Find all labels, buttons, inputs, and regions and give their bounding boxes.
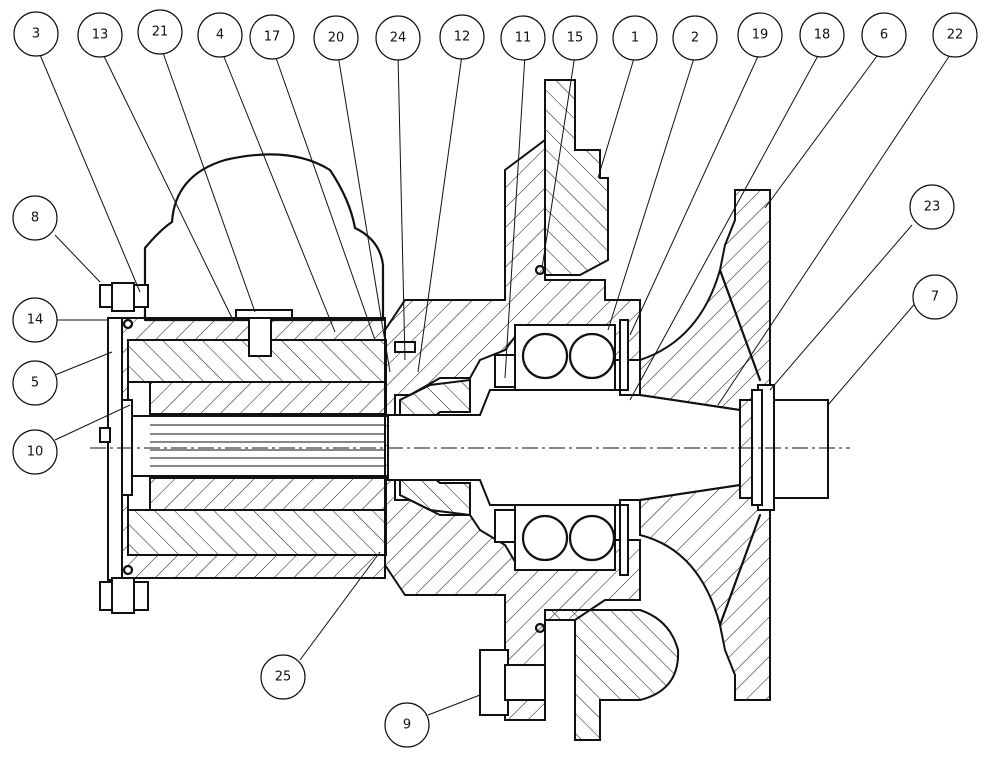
svg-text:24: 24 bbox=[390, 31, 407, 46]
svg-text:10: 10 bbox=[27, 445, 44, 460]
cover-screw-mid bbox=[99, 427, 111, 443]
cover-dome bbox=[143, 153, 385, 322]
svg-text:7: 7 bbox=[931, 290, 939, 305]
cover-screw-top-head bbox=[111, 282, 135, 312]
o-ring-flange-bottom bbox=[534, 622, 546, 634]
svg-text:20: 20 bbox=[328, 31, 345, 46]
callout-22: 22 bbox=[932, 12, 978, 58]
end-cover-plate bbox=[107, 317, 123, 581]
callout-25: 25 bbox=[260, 654, 306, 700]
svg-text:19: 19 bbox=[752, 28, 769, 43]
callout-2: 2 bbox=[672, 15, 718, 61]
callout-9: 9 bbox=[384, 702, 430, 748]
ball-2 bbox=[568, 332, 616, 380]
callout-24: 24 bbox=[375, 15, 421, 61]
svg-text:5: 5 bbox=[31, 376, 39, 391]
callout-5: 5 bbox=[12, 360, 58, 406]
callout-bubbles: 3 13 21 4 17 20 24 12 11 15 1 2 19 18 6 … bbox=[12, 9, 978, 748]
svg-text:3: 3 bbox=[32, 27, 40, 42]
callout-21: 21 bbox=[137, 9, 183, 55]
mounting-flange-top bbox=[544, 79, 609, 276]
svg-text:22: 22 bbox=[947, 28, 964, 43]
leader-lines bbox=[37, 49, 953, 716]
callout-17: 17 bbox=[249, 14, 295, 60]
hub-rib-bottom bbox=[718, 513, 762, 627]
drain-plug-stem bbox=[248, 317, 272, 357]
svg-text:2: 2 bbox=[691, 31, 699, 46]
callout-6: 6 bbox=[861, 12, 907, 58]
cover-screw-bottom-head bbox=[111, 577, 135, 614]
callout-1: 1 bbox=[612, 15, 658, 61]
svg-text:21: 21 bbox=[152, 25, 169, 40]
flange-bolt-shank bbox=[504, 664, 546, 701]
callout-20: 20 bbox=[313, 15, 359, 61]
callout-18: 18 bbox=[799, 12, 845, 58]
svg-text:14: 14 bbox=[27, 313, 44, 328]
mounting-flange-bottom bbox=[544, 609, 680, 741]
svg-text:13: 13 bbox=[92, 28, 109, 43]
callout-10: 10 bbox=[12, 429, 58, 475]
svg-text:11: 11 bbox=[515, 31, 532, 46]
retaining-ring-top bbox=[619, 319, 629, 391]
svg-text:15: 15 bbox=[567, 31, 584, 46]
pump-body bbox=[90, 79, 850, 741]
ball-1 bbox=[521, 332, 569, 380]
hub-rib-top bbox=[718, 268, 762, 382]
callout-14: 14 bbox=[12, 297, 58, 343]
callout-4: 4 bbox=[197, 12, 243, 58]
svg-text:1: 1 bbox=[631, 31, 639, 46]
o-ring-top bbox=[122, 318, 134, 330]
rotor-lower bbox=[127, 509, 387, 556]
lip-seal-bottom bbox=[494, 509, 516, 543]
svg-text:18: 18 bbox=[814, 28, 831, 43]
drain-plug bbox=[235, 309, 293, 319]
callout-19: 19 bbox=[737, 12, 783, 58]
svg-text:8: 8 bbox=[31, 211, 39, 226]
svg-text:23: 23 bbox=[924, 200, 941, 215]
svg-text:25: 25 bbox=[275, 670, 292, 685]
lock-washer bbox=[751, 389, 763, 506]
callout-3: 3 bbox=[13, 11, 59, 57]
callout-7: 7 bbox=[912, 274, 958, 320]
bearing-outer-bottom bbox=[514, 504, 616, 571]
flange-bolt-head bbox=[479, 649, 509, 716]
retaining-ring-bottom bbox=[619, 504, 629, 576]
wear-plate bbox=[121, 399, 133, 496]
svg-text:4: 4 bbox=[216, 28, 224, 43]
svg-text:12: 12 bbox=[454, 30, 471, 45]
callout-13: 13 bbox=[77, 12, 123, 58]
callout-23: 23 bbox=[909, 184, 955, 230]
ball-4 bbox=[568, 514, 616, 562]
svg-text:9: 9 bbox=[403, 718, 411, 733]
impeller-hub-upper bbox=[149, 381, 387, 415]
ball-3 bbox=[521, 514, 569, 562]
callout-11: 11 bbox=[500, 15, 546, 61]
callout-8: 8 bbox=[12, 195, 58, 241]
o-ring-bottom bbox=[122, 564, 134, 576]
spline-teeth bbox=[150, 424, 385, 467]
callout-15: 15 bbox=[552, 15, 598, 61]
callout-12: 12 bbox=[439, 14, 485, 60]
o-ring-flange-top bbox=[534, 264, 546, 276]
svg-text:6: 6 bbox=[880, 28, 888, 43]
svg-text:17: 17 bbox=[264, 30, 281, 45]
impeller-hub-lower bbox=[149, 477, 387, 511]
